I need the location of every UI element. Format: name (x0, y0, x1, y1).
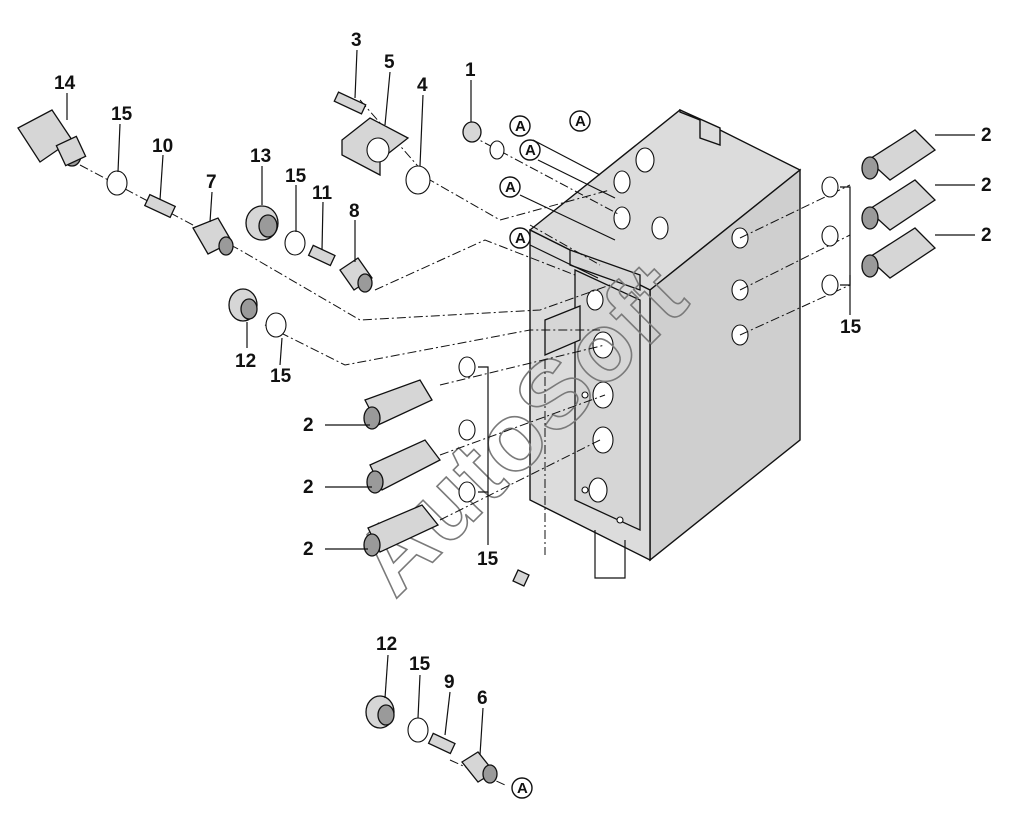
part-15-oring (458, 419, 476, 441)
part-5-flange (341, 117, 410, 177)
marker-a: A (511, 777, 533, 799)
part-12-plug-bottom (365, 695, 395, 729)
part-9-spring (427, 732, 456, 755)
part-3-bolt (333, 91, 367, 115)
part-2-cartridge-right-3 (861, 227, 937, 279)
callout-15: 15 (270, 366, 292, 387)
part-11-spring (307, 244, 336, 267)
small-screw (512, 569, 530, 587)
callout-2: 2 (303, 415, 314, 436)
callout-12: 12 (376, 634, 397, 655)
callout-4: 4 (417, 75, 428, 96)
part-10-spring (143, 193, 177, 219)
part-12-plug (228, 288, 258, 322)
callout-2: 2 (981, 125, 992, 146)
part-15-oring (821, 225, 839, 247)
part-2-cartridge-front-1 (363, 379, 433, 430)
part-8-valve (339, 257, 373, 293)
part-2-cartridge-right-2 (861, 179, 937, 231)
svg-text:A: A (515, 230, 526, 247)
svg-text:A: A (505, 179, 516, 196)
part-2-cartridge-front-3 (363, 504, 440, 557)
part-15-oring (407, 717, 429, 743)
callout-3: 3 (351, 30, 362, 51)
part-13-plug (245, 205, 279, 241)
callout-12: 12 (235, 351, 256, 372)
part-2-cartridge-front-2 (366, 439, 441, 494)
callout-2: 2 (981, 175, 992, 196)
callout-1: 1 (465, 60, 476, 81)
callout-15: 15 (111, 104, 133, 125)
callout-11: 11 (312, 183, 333, 204)
part-14-fitting (17, 109, 87, 167)
callout-2: 2 (303, 477, 314, 498)
callout-10: 10 (152, 136, 173, 157)
part-15-oring (821, 274, 839, 296)
reference-markers: A A A A A A (499, 110, 591, 799)
svg-text:A: A (517, 780, 528, 797)
valve-block (528, 108, 802, 579)
part-15-oring (821, 176, 839, 198)
callout-15: 15 (840, 317, 862, 338)
callout-6: 6 (477, 688, 488, 709)
marker-a: A (509, 227, 531, 249)
part-15-oring (265, 312, 287, 338)
marker-a: A (569, 110, 591, 132)
svg-text:A: A (515, 118, 526, 135)
part-7-valve (192, 217, 234, 256)
part-oring-1 (489, 140, 505, 160)
part-15-oring (106, 170, 128, 196)
callout-15: 15 (409, 654, 431, 675)
callout-15: 15 (285, 166, 307, 187)
callout-14: 14 (54, 73, 76, 94)
part-6-valve (461, 751, 498, 784)
leader-lines (66, 49, 975, 756)
callout-9: 9 (444, 672, 455, 693)
part-15-oring (458, 356, 476, 378)
callout-7: 7 (206, 172, 217, 193)
callouts: 14 15 10 7 13 15 11 8 3 5 4 1 12 15 2 2 … (54, 30, 992, 709)
callout-2: 2 (303, 539, 314, 560)
callout-2: 2 (981, 225, 992, 246)
svg-text:A: A (525, 142, 536, 159)
callout-15: 15 (477, 549, 499, 570)
part-4-oring (405, 165, 431, 195)
part-15-oring (458, 481, 476, 503)
marker-a: A (509, 115, 531, 137)
part-2-cartridge-right-1 (861, 129, 937, 181)
part-1-plug (462, 121, 482, 143)
part-15-oring (284, 230, 306, 256)
callout-8: 8 (349, 201, 360, 222)
svg-text:A: A (575, 113, 586, 130)
marker-a: A (499, 176, 521, 198)
marker-a: A (519, 139, 541, 161)
callout-13: 13 (250, 146, 271, 167)
callout-5: 5 (384, 52, 395, 73)
